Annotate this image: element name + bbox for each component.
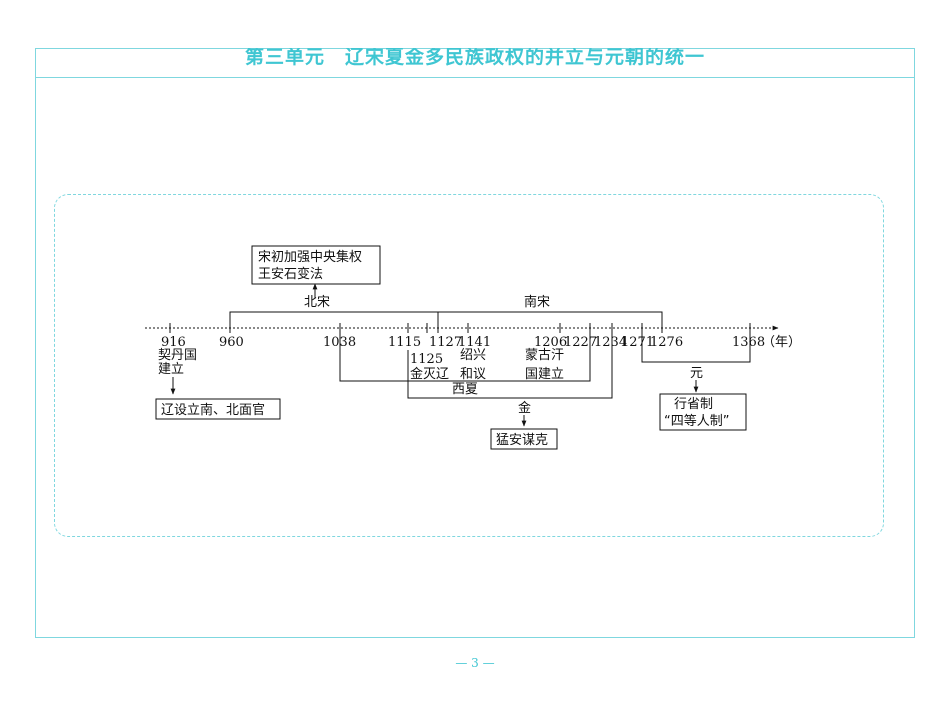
- shaoxing-event-line1: 绍兴: [460, 348, 486, 363]
- western-xia-label: 西夏: [452, 382, 478, 397]
- jin-box: [490, 428, 558, 450]
- year-1234: 1234: [594, 335, 627, 350]
- yuan-box-line1: 行省制: [674, 397, 713, 412]
- year-1271: 1271: [621, 335, 654, 350]
- year-960: 960: [219, 335, 244, 350]
- year-1206: 1206: [534, 335, 567, 350]
- year-1127: 1127: [429, 335, 462, 350]
- shaoxing-event-line2: 和议: [460, 367, 486, 382]
- year-1368: 1368: [732, 335, 765, 350]
- khitan-event-line2: 建立: [158, 362, 184, 377]
- song-box-line2: 王安石变法: [258, 266, 323, 282]
- western-xia-bracket: [339, 333, 591, 382]
- liao-box-text: 辽设立南、北面官: [161, 402, 265, 418]
- year-1227: 1227: [564, 335, 597, 350]
- yuan-label: 元: [690, 366, 703, 381]
- south-song-label: 南宋: [524, 294, 550, 310]
- mongol-event-line1: 蒙古汗: [525, 348, 564, 363]
- axis-unit-label: （年）: [762, 335, 801, 350]
- header-band: 第三单元 辽宋夏金多民族政权的并立与元朝的统一: [35, 48, 915, 78]
- year-1115: 1115: [388, 335, 421, 350]
- mongol-event-line2: 国建立: [525, 367, 564, 382]
- north-south-song-bracket: [229, 311, 663, 325]
- liao-box: [155, 398, 281, 420]
- page-frame: [35, 48, 915, 638]
- jin-bracket: [407, 333, 613, 399]
- yuan-box-line2: “四等人制”: [664, 413, 729, 429]
- song-box: [251, 245, 381, 285]
- year-1125: 1125: [410, 352, 443, 367]
- yuan-box: [659, 393, 747, 431]
- jin-box-text: 猛安谋克: [496, 433, 548, 448]
- year-916: 916: [161, 335, 186, 350]
- yuan-bracket: [641, 333, 751, 363]
- timeline-container: [54, 194, 884, 537]
- song-brackets: [229, 311, 663, 325]
- year-1276: 1276: [650, 335, 683, 350]
- jin-label: 金: [518, 400, 531, 416]
- khitan-event-line1: 契丹国: [158, 348, 197, 363]
- north-song-label: 北宋: [304, 295, 330, 310]
- song-box-line1: 宋初加强中央集权: [258, 249, 362, 265]
- jin-destroys-liao-event: 金灭辽: [410, 366, 449, 382]
- page-number: — 3 —: [455, 656, 495, 670]
- year-1141: 1141: [458, 335, 491, 350]
- unit-title: 第三单元 辽宋夏金多民族政权的并立与元朝的统一: [244, 48, 705, 68]
